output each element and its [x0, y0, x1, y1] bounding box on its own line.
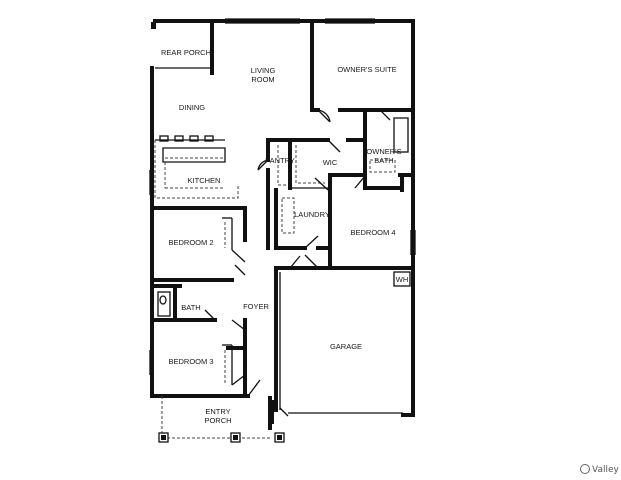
watermark: Valley	[580, 464, 620, 475]
owners-bath-label-line2: BATH	[374, 156, 393, 165]
bath-label: BATH	[181, 303, 200, 312]
owners-bath-label-line1: OWNER'S	[366, 147, 401, 156]
laundry-label: LAUNDRY	[294, 210, 330, 219]
watermark-text: Valley	[592, 465, 620, 475]
living-room-label-line1: LIVING	[251, 66, 276, 75]
bedroom-4-label: BEDROOM 4	[350, 228, 395, 237]
rear-porch-label: REAR PORCH	[161, 48, 211, 57]
corner-post	[151, 22, 156, 29]
bedroom-3-label: BEDROOM 3	[168, 357, 213, 366]
doors	[204, 109, 391, 417]
fixtures	[154, 117, 411, 414]
dining-label: DINING	[179, 103, 205, 112]
entry-porch	[158, 396, 285, 443]
entry-porch-label-line2: PORCH	[204, 416, 231, 425]
pantry-label: PANTRY	[265, 156, 295, 165]
water-heater-label: WH	[396, 275, 409, 284]
entry-porch-label-line1: ENTRY	[205, 407, 230, 416]
bedroom-2-label: BEDROOM 2	[168, 238, 213, 247]
room-labels: REAR PORCH LIVING ROOM OWNER'S SUITE DIN…	[161, 48, 408, 425]
wic-label: WIC	[323, 158, 338, 167]
owners-suite-label: OWNER'S SUITE	[337, 65, 396, 74]
interior-walls	[150, 19, 415, 412]
windows	[149, 18, 416, 375]
foyer-label: FOYER	[243, 302, 269, 311]
living-room-label-line2: ROOM	[251, 75, 274, 84]
exterior-walls	[150, 19, 415, 430]
entry-pillar	[268, 400, 274, 424]
watermark-logo-icon	[580, 464, 590, 474]
kitchen-label: KITCHEN	[188, 176, 221, 185]
garage-label: GARAGE	[330, 342, 362, 351]
